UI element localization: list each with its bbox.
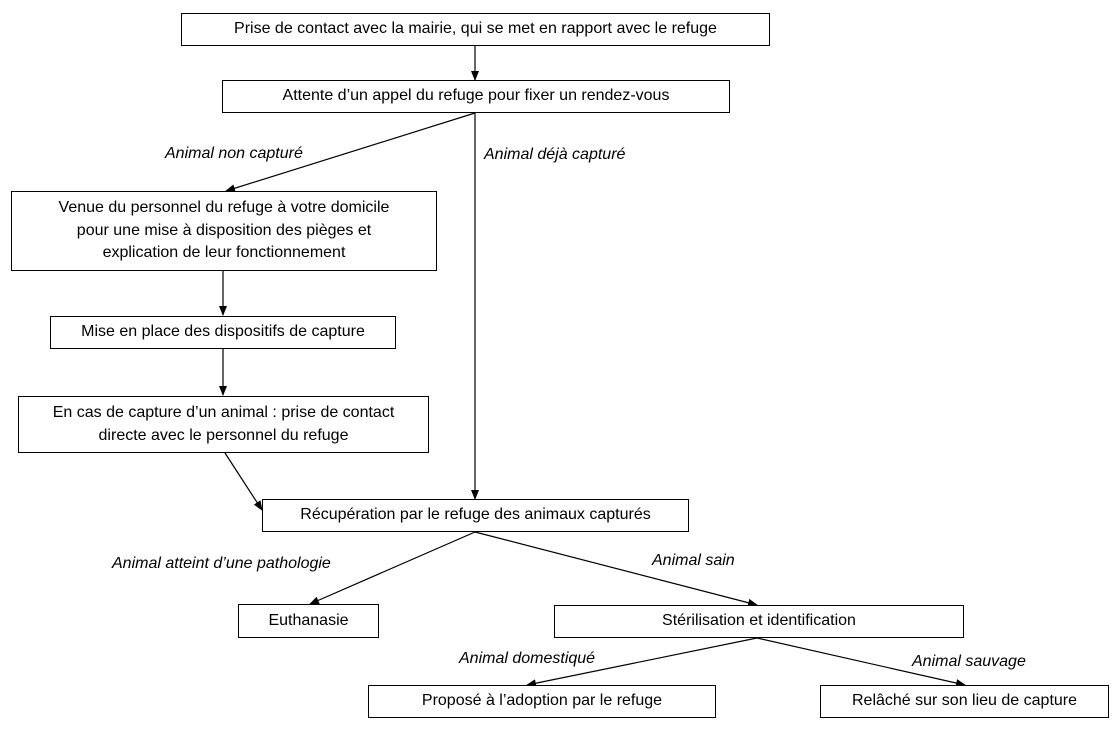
arrow-sterilisation-to-adoption <box>526 637 758 688</box>
node-venue-personnel-line2: pour une mise à disposition des pièges e… <box>76 221 372 239</box>
node-mise-en-place-text: Mise en place des dispositifs de capture <box>81 323 365 341</box>
node-cas-capture: En cas de capture d’un animal : prise de… <box>18 396 429 453</box>
node-recuperation-text: Récupération par le refuge des animaux c… <box>300 506 651 524</box>
edge-label-pathologie: Animal atteint d’une pathologie <box>112 555 331 572</box>
node-adoption: Proposé à l’adoption par le refuge <box>368 685 716 718</box>
node-recuperation: Récupération par le refuge des animaux c… <box>262 499 689 532</box>
node-euthanasie-text: Euthanasie <box>268 611 349 629</box>
arrow-attente-to-venue <box>225 112 476 193</box>
node-adoption-text: Proposé à l’adoption par le refuge <box>421 692 663 710</box>
edge-label-deja-capture: Animal déjà capturé <box>484 146 626 163</box>
node-contact-mairie-text: Prise de contact avec la mairie, qui se … <box>234 20 717 38</box>
node-attente-appel: Attente d’un appel du refuge pour fixer … <box>222 80 730 113</box>
arrow-recuperation-to-euthanasie <box>309 531 476 605</box>
node-venue-personnel-line1: Venue du personnel du refuge à votre dom… <box>58 198 390 216</box>
node-venue-personnel-line3: explication de leur fonctionnement <box>102 244 346 262</box>
node-euthanasie: Euthanasie <box>238 604 379 638</box>
arrow-sterilisation-to-relache <box>756 637 966 687</box>
node-venue-personnel: Venue du personnel du refuge à votre dom… <box>11 191 437 271</box>
node-contact-mairie: Prise de contact avec la mairie, qui se … <box>181 13 770 46</box>
node-sterilisation-text: Stérilisation et identification <box>662 612 856 630</box>
edge-label-sauvage: Animal sauvage <box>912 653 1026 670</box>
node-relache: Relâché sur son lieu de capture <box>820 685 1109 718</box>
arrow-recuperation-to-sterilisation <box>474 531 758 607</box>
arrow-cas-capture-to-recuperation <box>224 452 263 511</box>
node-mise-en-place: Mise en place des dispositifs de capture <box>50 316 396 349</box>
node-sterilisation: Stérilisation et identification <box>554 605 964 638</box>
edge-label-sain: Animal sain <box>652 552 735 569</box>
node-cas-capture-line2: directe avec le personnel du refuge <box>98 426 349 444</box>
edge-label-domestique: Animal domestiqué <box>459 650 596 667</box>
edge-label-non-capture: Animal non capturé <box>165 145 303 162</box>
node-attente-appel-text: Attente d’un appel du refuge pour fixer … <box>282 87 670 105</box>
node-cas-capture-line1: En cas de capture d’un animal : prise de… <box>52 403 395 421</box>
node-relache-text: Relâché sur son lieu de capture <box>851 692 1078 710</box>
